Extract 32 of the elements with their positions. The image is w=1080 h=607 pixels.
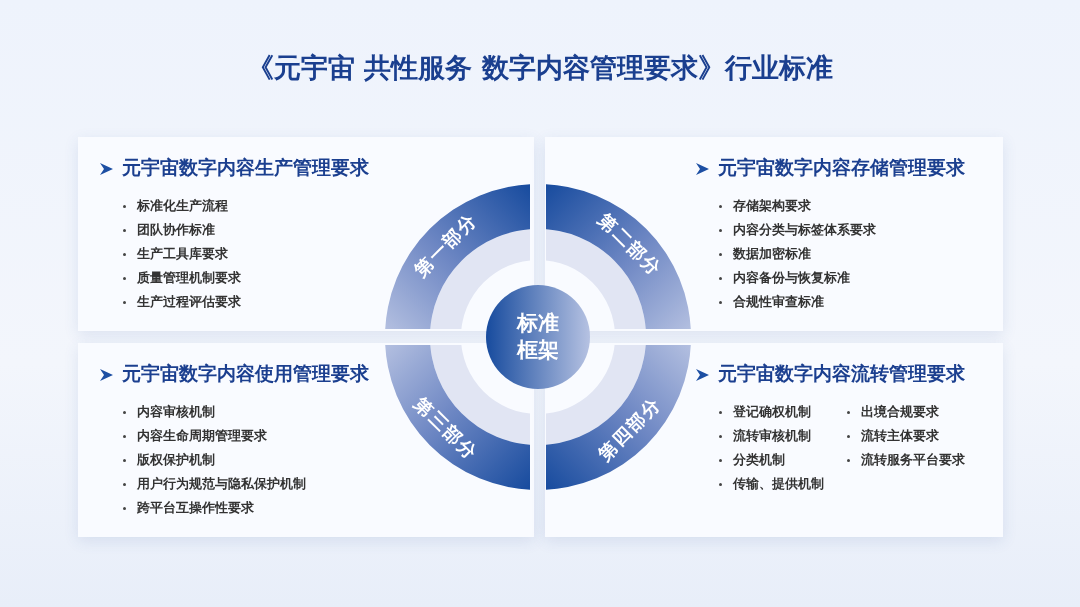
segment-label: 第二部分 [593,207,668,282]
list-item: 出境合规要求 [846,403,965,422]
list-item: 跨平台互操作性要求 [122,499,306,518]
list-item: 内容生命周期管理要求 [122,427,306,446]
segment-label: 第一部分 [408,207,483,282]
list-item: 生产过程评估要求 [122,293,241,312]
list-item: 存储架构要求 [718,197,876,216]
panel-heading: 元宇宙数字内容存储管理要求 [718,155,965,180]
segment-label: 第三部分 [409,392,483,467]
list-item: 用户行为规范与隐私保护机制 [122,475,306,494]
list-item: 生产工具库要求 [122,245,241,264]
list-item: 流转审核机制 [718,427,824,446]
list-item: 流转主体要求 [846,427,965,446]
list-item: 内容备份与恢复标准 [718,269,876,288]
list-item: 标准化生产流程 [122,197,241,216]
panel-heading: 元宇宙数字内容使用管理要求 [122,361,369,386]
list-item: 团队协作标准 [122,221,241,240]
panel-heading: 元宇宙数字内容流转管理要求 [718,361,965,386]
list-item: 流转服务平台要求 [846,451,965,470]
panel-heading: 元宇宙数字内容生产管理要求 [122,155,369,180]
list-item: 内容审核机制 [122,403,306,422]
list-item: 版权保护机制 [122,451,306,470]
list-item: 质量管理机制要求 [122,269,241,288]
segment-label: 第四部分 [593,392,667,467]
list-item: 登记确权机制 [718,403,824,422]
list-item: 分类机制 [718,451,824,470]
title: 《元宇宙 共性服务 数字内容管理要求》行业标准 [246,51,834,85]
list-item: 合规性审查标准 [718,293,876,312]
list-item: 数据加密标准 [718,245,876,264]
list-item: 传输、提供机制 [718,475,824,494]
center-label: 标准框架 [515,309,560,364]
list-item: 内容分类与标签体系要求 [718,221,876,240]
